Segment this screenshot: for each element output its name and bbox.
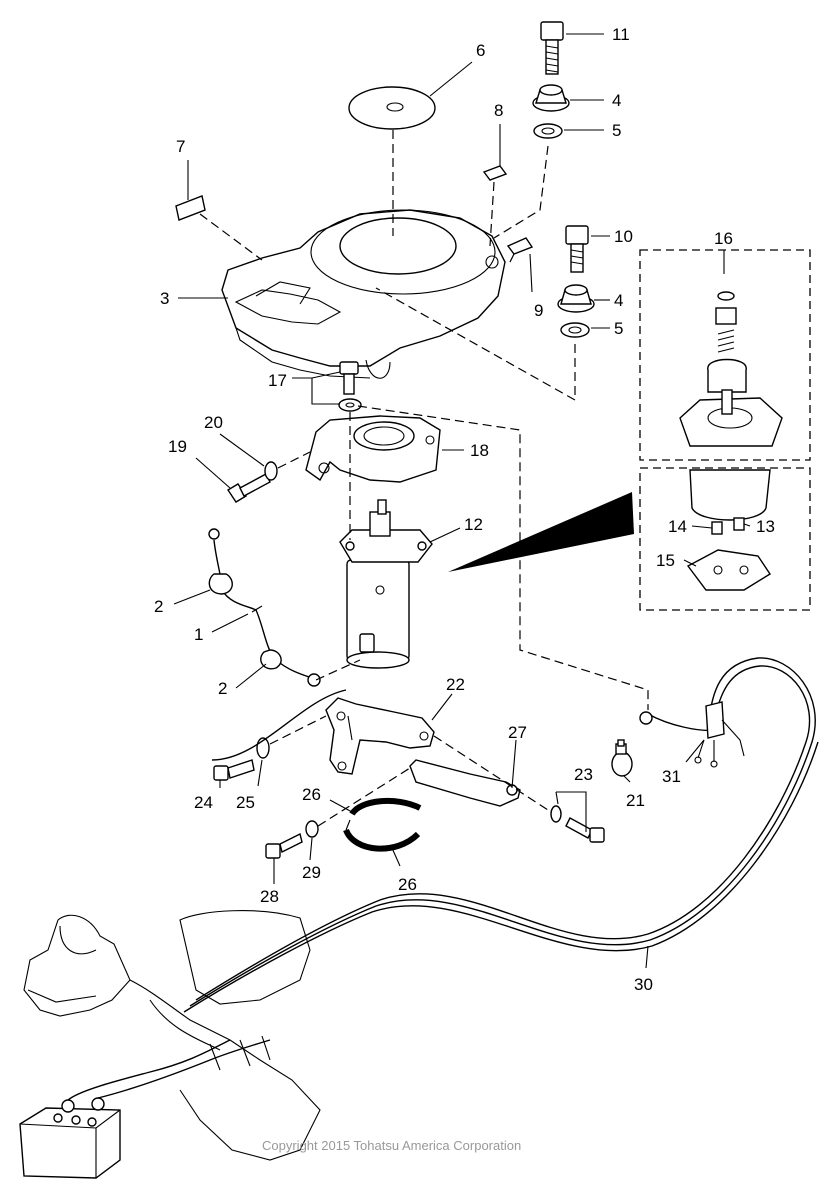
part-label-1: 1	[194, 625, 203, 644]
bolt-19	[227, 473, 271, 503]
decal-label-9	[506, 237, 534, 255]
washer-29	[305, 820, 319, 838]
ground-cable-1	[208, 528, 321, 687]
part-label-22: 22	[446, 675, 465, 694]
battery-lead-negative	[97, 1039, 271, 1099]
part-label-27: 27	[508, 723, 527, 742]
part-label-11: 11	[612, 25, 630, 44]
part-label-4-upper: 4	[612, 91, 621, 110]
part-label-20: 20	[204, 413, 223, 432]
decal-disc	[348, 86, 436, 130]
decal-label-7	[175, 195, 206, 221]
part-label-5-lower: 5	[614, 319, 623, 338]
mount-bracket-22	[325, 697, 435, 775]
part-label-8: 8	[494, 101, 503, 120]
grommet-4-lower	[557, 284, 595, 313]
part-label-15: 15	[656, 551, 675, 570]
part-label-26-upper: 26	[302, 785, 321, 804]
battery	[19, 1097, 121, 1179]
part-label-7: 7	[176, 137, 185, 156]
inset-pointer	[448, 492, 634, 572]
part-label-29: 29	[302, 863, 321, 882]
part-label-2-lower: 2	[218, 679, 227, 698]
part-label-9: 9	[534, 301, 543, 320]
bolt-11	[540, 21, 564, 75]
inset-starter-drive	[679, 291, 783, 447]
part-label-12: 12	[464, 515, 483, 534]
part-label-26-lower: 26	[398, 875, 417, 894]
part-label-31: 31	[662, 767, 681, 786]
part-label-23: 23	[574, 765, 593, 784]
part-labels: 11 4 5 6 8 7 10 16 4 9 5 3 17 20 19 18 1…	[154, 25, 775, 994]
battery-lead-positive	[67, 1039, 231, 1101]
decal-label-8	[482, 165, 508, 181]
strap-27	[409, 759, 521, 807]
bolt-10	[565, 225, 589, 273]
battery-cable-30	[183, 657, 819, 1013]
part-label-14: 14	[668, 517, 687, 536]
starter-motor-12	[339, 499, 433, 669]
grommet-4-upper	[532, 84, 570, 112]
part-label-21: 21	[626, 791, 645, 810]
part-label-16: 16	[714, 229, 733, 248]
part-label-30: 30	[634, 975, 653, 994]
bolt-23	[550, 805, 605, 843]
rubber-band-26	[343, 797, 422, 852]
washer-5-lower	[560, 322, 590, 338]
flywheel-cover	[221, 209, 506, 379]
switch-21	[611, 739, 633, 777]
inset-box-lower	[639, 467, 811, 611]
bolt-28	[265, 832, 303, 859]
starter-bracket-18	[305, 415, 441, 483]
part-label-24: 24	[194, 793, 213, 812]
engine-block-outline	[23, 910, 321, 1161]
leader-lines	[173, 33, 751, 969]
part-label-4-lower: 4	[614, 291, 623, 310]
washer-20	[264, 461, 278, 481]
part-label-13: 13	[756, 517, 775, 536]
washer-5-upper	[533, 123, 563, 139]
bolt-24	[213, 759, 255, 781]
part-label-2-upper: 2	[154, 597, 163, 616]
bolt-17	[338, 361, 362, 412]
part-label-5-upper: 5	[612, 121, 621, 140]
inset-brush-holder	[686, 469, 771, 591]
part-label-17: 17	[268, 371, 287, 390]
assembly-lines	[199, 130, 649, 827]
part-label-10: 10	[614, 227, 633, 246]
part-label-28: 28	[260, 887, 279, 906]
inset-box-upper	[639, 249, 811, 461]
part-label-19: 19	[168, 437, 187, 456]
part-label-18: 18	[470, 441, 489, 460]
wire-harness-31	[639, 701, 745, 768]
part-label-25: 25	[236, 793, 255, 812]
part-label-6: 6	[476, 41, 485, 60]
copyright-text: Copyright 2015 Tohatsu America Corporati…	[262, 1138, 521, 1153]
part-label-3: 3	[160, 289, 169, 308]
